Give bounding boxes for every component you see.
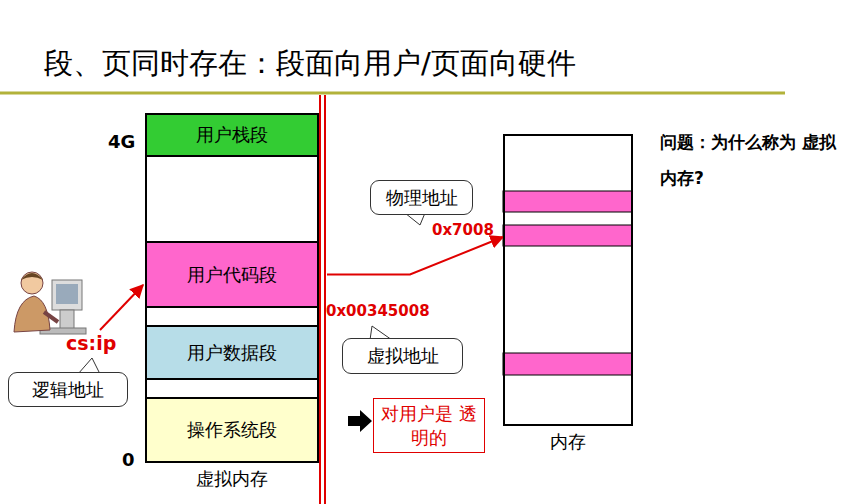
person-illustration <box>14 272 86 334</box>
callout-box: 物理地址 <box>370 180 473 215</box>
page-frame <box>503 191 632 212</box>
node-label: 用户代码段 <box>187 263 277 286</box>
node-label: 逻辑地址 <box>32 378 104 401</box>
axis-label: 4G <box>108 131 135 153</box>
segment-box: 操作系统段 <box>145 397 319 463</box>
node-label: 用户栈段 <box>196 123 268 146</box>
logical-arrow <box>100 285 143 330</box>
node-label: 物理地址 <box>386 186 458 209</box>
person-hair <box>21 273 43 280</box>
divider-line <box>324 95 326 504</box>
question-note: 问题：为什么称为 虚拟内存? <box>660 124 840 196</box>
computer-stand <box>60 310 74 330</box>
box-caption: 虚拟内存 <box>147 467 317 490</box>
virtual-memory-box: 虚拟内存用户栈段用户代码段用户数据段操作系统段 <box>145 113 319 463</box>
node-label: 虚拟地址 <box>367 344 439 367</box>
box-caption: 内存 <box>505 430 631 453</box>
segment-box: 用户数据段 <box>145 325 319 380</box>
black-arrow <box>348 410 372 432</box>
address-arrow <box>327 237 503 275</box>
node-label: 对用户是 透明的 <box>374 402 484 449</box>
address-label: 0x00345008 <box>326 302 430 320</box>
node-label: 用户数据段 <box>187 341 277 364</box>
person-head <box>21 272 43 294</box>
title-rule <box>0 92 785 95</box>
callout-box: 逻辑地址 <box>8 372 128 407</box>
person-arm <box>44 312 58 322</box>
note-box: 对用户是 透明的 <box>373 398 485 453</box>
segment-box: 用户代码段 <box>145 241 319 308</box>
address-label: 0x7008 <box>432 221 494 239</box>
segment-box: 用户栈段 <box>145 113 319 157</box>
slide-title: 段、页同时存在：段面向用户/页面向硬件 <box>44 44 576 84</box>
page-frame <box>503 225 632 246</box>
callout-box: 虚拟地址 <box>342 338 463 374</box>
axis-label: 0 <box>122 449 135 471</box>
screen <box>56 284 78 304</box>
divider-line <box>319 95 321 504</box>
address-label: cs:ip <box>66 332 116 355</box>
page-frame <box>503 353 632 375</box>
node-label: 操作系统段 <box>187 418 277 441</box>
memory-box: 内存 <box>503 134 633 426</box>
monitor <box>52 280 82 310</box>
